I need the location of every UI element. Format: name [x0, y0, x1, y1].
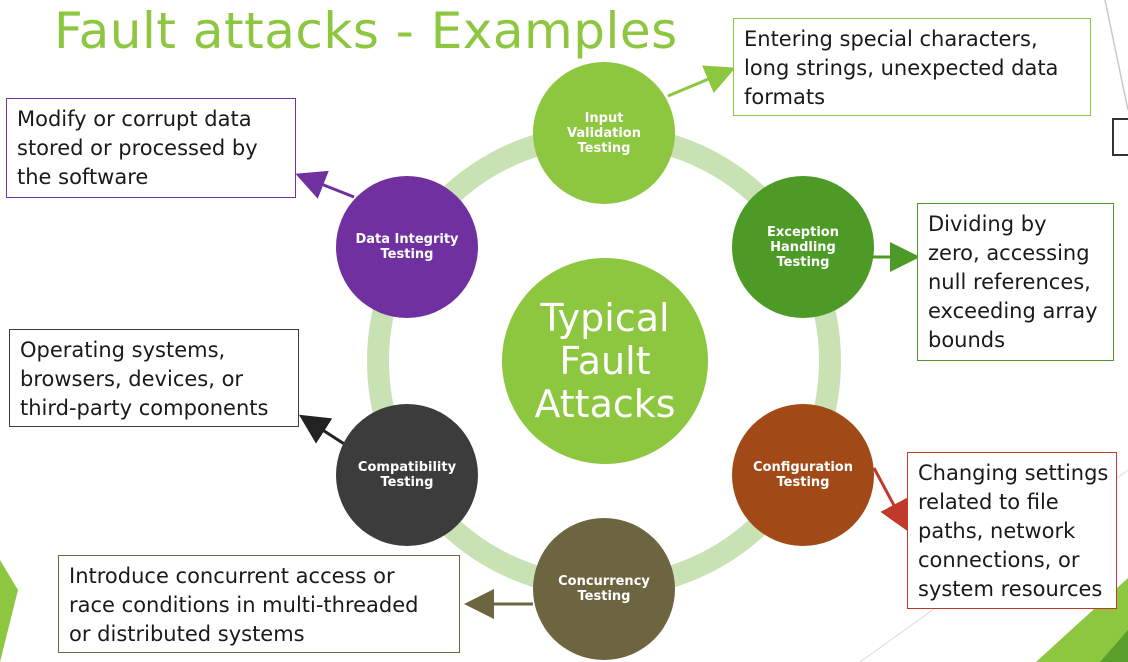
callout-input-validation: Entering special characters, long string… [733, 18, 1091, 116]
callout-line: Introduce concurrent access or [69, 564, 395, 588]
node-label-line: Testing [380, 247, 434, 262]
node-configuration: Configuration Testing [732, 404, 874, 546]
callout-line: browsers, devices, or [20, 367, 244, 391]
node-label-line: Concurrency [558, 574, 650, 589]
node-label-line: Testing [577, 589, 631, 604]
node-label-line: Testing [776, 254, 830, 270]
node-input-validation: Input Validation Testing [533, 62, 675, 204]
node-concurrency: Concurrency Testing [533, 518, 675, 660]
callout-line: long strings, unexpected data [744, 56, 1059, 80]
callout-line: null references, [928, 270, 1091, 294]
node-label-line: Handling [770, 239, 836, 255]
node-label-line: Configuration [753, 460, 853, 475]
callout-compatibility: Operating systems, browsers, devices, or… [9, 329, 299, 427]
callout-line: related to file [918, 490, 1059, 514]
node-label-line: Testing [380, 475, 434, 490]
node-data-integrity: Data Integrity Testing [336, 176, 478, 318]
callout-line: zero, accessing [928, 241, 1090, 265]
callout-line: Operating systems, [20, 338, 226, 362]
left-accent-shape [0, 560, 18, 662]
node-label-line: Testing [577, 140, 631, 156]
center-label-line: Fault [559, 338, 651, 383]
callout-line: connections, or [918, 548, 1080, 572]
callout-line: Entering special characters, [744, 27, 1038, 51]
right-accent-dark-shape [1100, 630, 1128, 662]
center-hub: Typical Fault Attacks [502, 258, 708, 464]
arrow-configuration [872, 467, 908, 532]
callout-line: paths, network [918, 519, 1076, 543]
callout-line: system resources [918, 577, 1103, 601]
callout-line: third-party components [20, 396, 269, 420]
callout-concurrency: Introduce concurrent access or race cond… [58, 555, 460, 653]
callout-data-integrity: Modify or corrupt data stored or process… [6, 98, 296, 198]
callout-exception-handling: Dividing by zero, accessing null referen… [917, 203, 1114, 361]
node-label-line: Input [584, 110, 624, 126]
callout-line: stored or processed by [17, 136, 258, 160]
node-exception-handling: Exception Handling Testing [732, 176, 874, 318]
arrow-data-integrity [295, 170, 355, 199]
callout-line: Dividing by [928, 212, 1047, 236]
callout-line: race conditions in multi-threaded [69, 593, 419, 617]
node-label-line: Exception [767, 224, 839, 240]
callout-line: bounds [928, 328, 1006, 352]
callout-line: formats [744, 85, 826, 109]
node-label-line: Testing [776, 475, 830, 490]
callout-line: Modify or corrupt data [17, 107, 252, 131]
center-label-line: Attacks [534, 381, 676, 426]
center-label-line: Typical [540, 295, 670, 340]
callout-line: exceeding array [928, 299, 1098, 323]
slide-title: Fault attacks - Examples [54, 2, 678, 60]
arrow-compatibility [298, 414, 350, 449]
edge-tab [1112, 118, 1128, 156]
node-label-line: Data Integrity [355, 232, 459, 247]
callout-line: Changing settings [918, 461, 1109, 485]
corner-line [1104, 0, 1128, 111]
node-label-line: Compatibility [357, 460, 457, 475]
arrow-input-validation [667, 65, 736, 98]
callout-line: the software [17, 165, 149, 189]
node-compatibility: Compatibility Testing [336, 404, 478, 546]
node-label-line: Validation [567, 125, 641, 141]
callout-line: or distributed systems [69, 622, 305, 646]
callout-configuration: Changing settings related to file paths,… [907, 452, 1117, 609]
